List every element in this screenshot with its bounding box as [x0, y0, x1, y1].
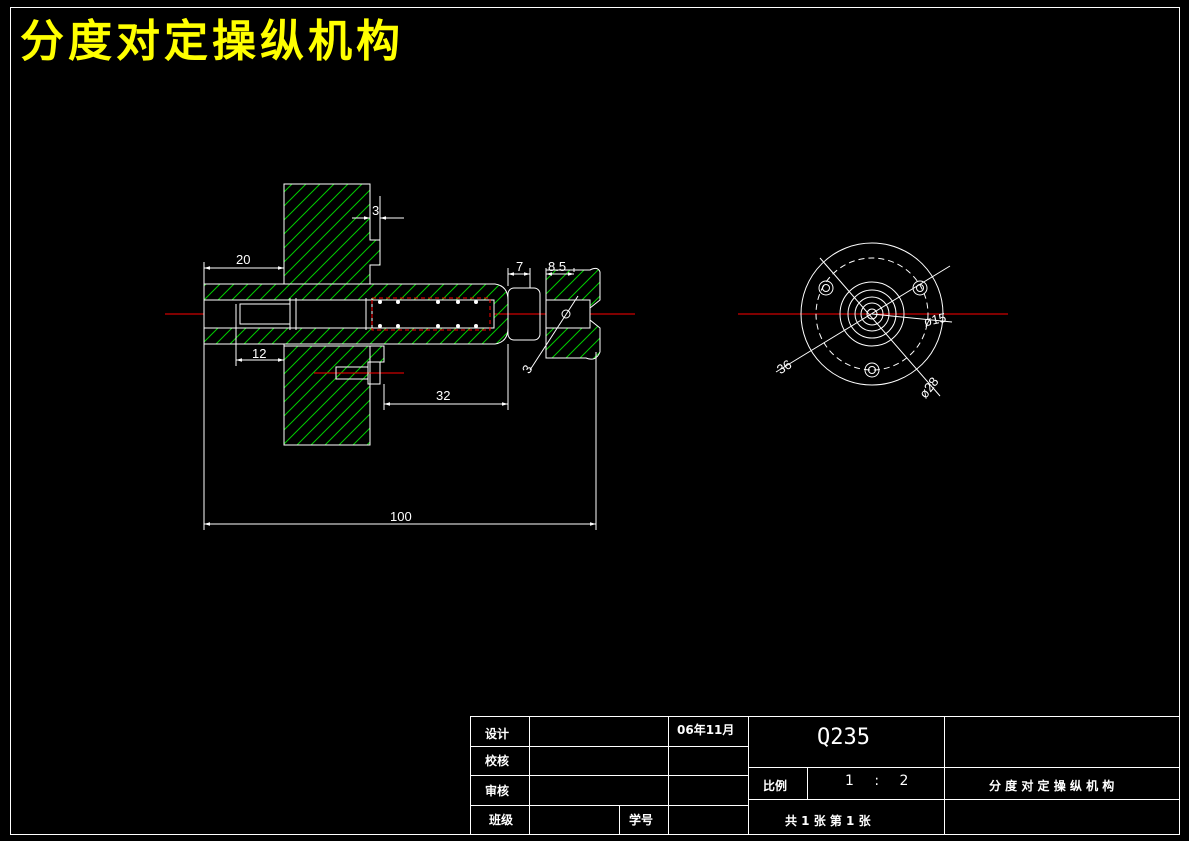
dim-3-angle: 3	[519, 362, 536, 376]
dim-ø28: ø28	[916, 374, 942, 401]
design-date: 06年11月	[677, 723, 735, 737]
title-block: 设计 06年11月 校核 审核 班级 学号 Q235 比例 1 : 2 分 度 …	[470, 716, 1180, 835]
design-label: 设计	[485, 727, 510, 741]
dim-ø15: ø15	[922, 310, 947, 329]
end-view: 36 ø15 ø28	[738, 242, 1008, 401]
dim-8-5: 8.5	[548, 259, 566, 274]
drawing-name: 分 度 对 定 操 纵 机 构	[989, 779, 1115, 793]
sheet-count: 共 1 张 第 1 张	[785, 814, 871, 828]
set-screw	[314, 361, 404, 385]
shaft-body	[203, 283, 509, 345]
dim-20: 20	[236, 252, 250, 267]
class-label: 班级	[489, 813, 514, 827]
dim-12: 12	[252, 346, 266, 361]
dim-32: 32	[436, 388, 450, 403]
material-value: Q235	[817, 725, 870, 750]
dim-3-top: 3	[372, 203, 379, 218]
check-label: 校核	[485, 754, 510, 768]
flange-block	[283, 183, 385, 446]
student-no-label: 学号	[629, 813, 654, 827]
drawing-title: 分度对定操纵机构	[20, 16, 404, 67]
scale-label: 比例	[763, 779, 788, 793]
spring	[371, 297, 491, 331]
dim-7: 7	[516, 259, 523, 274]
handle-knob	[507, 267, 601, 371]
scale-value: 1 : 2	[845, 773, 917, 789]
review-label: 审核	[485, 784, 510, 798]
dim-36: 36	[774, 357, 794, 377]
dim-100: 100	[390, 509, 412, 524]
dimension-texts: 3 20 7 8.5 12 3 32 100	[236, 203, 566, 524]
dimension-lines	[203, 196, 597, 530]
section-view: 3 20 7 8.5 12 3 32 100	[165, 183, 635, 530]
